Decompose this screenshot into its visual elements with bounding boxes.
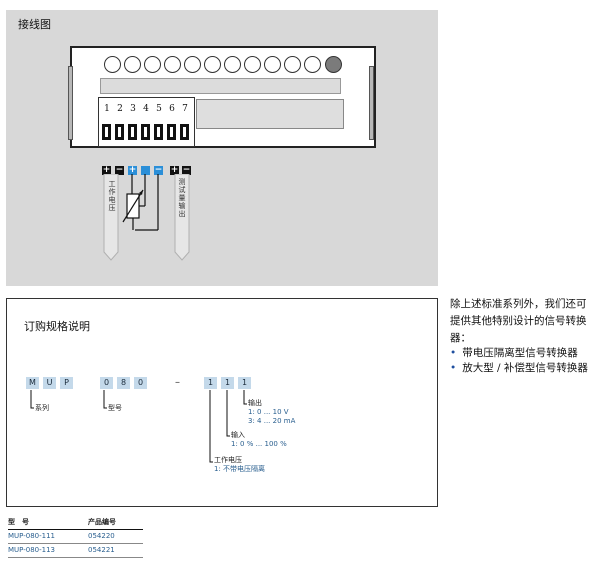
polarity-plus-icon: + [102,165,111,175]
cell-product-no: 054220 [88,532,115,540]
header-model: 型 号 [8,518,29,526]
terminal-number: 7 [182,104,188,114]
code-char: P [60,377,73,389]
indicator-light [304,56,321,73]
ordering-title: 订购规格说明 [24,320,90,333]
wiring-title: 接线图 [18,18,51,31]
code-char: 0 [134,377,147,389]
terminal-screw [180,124,189,140]
product-table: 型 号 产品编号 MUP-080-111 054220 MUP-080-113 … [8,516,143,558]
table-header: 型 号 产品编号 [8,516,143,530]
series-caption: 系列 [35,404,49,412]
indicator-light [244,56,261,73]
polarity-square-icon [141,166,150,175]
terminal-screw [141,124,150,140]
right-handle [369,66,374,140]
code-char: 1 [204,377,217,389]
output-label: 测试量输出 [178,178,186,218]
supply-caption: 工作电压 [214,456,242,464]
code-char: M [26,377,39,389]
indicator-light [184,56,201,73]
polarity-minus-icon: − [182,165,191,175]
terminal-number: 2 [117,104,123,114]
output-caption: 输出 [248,399,262,407]
left-handle [68,66,73,140]
polarity-plus-icon: + [170,165,179,175]
indicator-light [264,56,281,73]
output-option: 3: 4 ... 20 mA [248,417,296,425]
code-char: 8 [117,377,130,389]
bullet-item: •放大型 / 补偿型信号转换器 [450,362,588,374]
output-option: 1: 0 ... 10 V [248,408,289,416]
terminal-screw [154,124,163,140]
display-strip [100,78,341,94]
terminal-number: 6 [169,104,175,114]
header-product-no: 产品编号 [88,518,116,526]
supply-option: 1: 不带电压隔离 [214,465,266,473]
terminal-number: 5 [156,104,162,114]
indicator-light [104,56,121,73]
label-area [196,99,344,129]
terminal-number: 4 [143,104,149,114]
code-char: 1 [221,377,234,389]
bullet-text: 带电压隔离型信号转换器 [462,347,578,359]
table-row: MUP-080-113 054221 [8,544,143,558]
cell-product-no: 054221 [88,546,115,554]
code-leader-lines [30,390,247,463]
wiring-diagram [103,174,190,261]
polarity-plus-icon: + [128,165,137,175]
ordering-panel [6,298,438,507]
supply-arrow [103,174,119,261]
cell-model: MUP-080-111 [8,532,56,540]
indicator-light [204,56,221,73]
indicator-light [164,56,181,73]
code-char: 0 [100,377,113,389]
model-caption: 型号 [108,404,122,412]
cell-model: MUP-080-113 [8,546,56,554]
input-option: 1: 0 % ... 100 % [231,440,287,448]
terminal-screw [102,124,111,140]
indicator-light-active [325,56,342,73]
side-note: 除上述标准系列外，我们还可提供其他特别设计的信号转换器： [450,298,587,344]
bullet-item: •带电压隔离型信号转换器 [450,347,578,359]
indicator-lights [104,56,344,78]
code-dash: – [175,377,180,388]
table-row: MUP-080-111 054220 [8,530,143,544]
terminal-screw [128,124,137,140]
indicator-light [224,56,241,73]
polarity-minus-icon: − [115,165,124,175]
indicator-light [124,56,141,73]
polarity-minus-icon: − [154,165,163,175]
terminal-screw [167,124,176,140]
bullet-text: 放大型 / 补偿型信号转换器 [462,362,588,374]
input-caption: 输入 [231,431,245,439]
code-char: 1 [238,377,251,389]
output-arrow [174,174,190,261]
terminal-screw [115,124,124,140]
indicator-light [144,56,161,73]
code-char: U [43,377,56,389]
indicator-light [284,56,301,73]
supply-voltage-label: 工作电压 [108,180,116,212]
terminal-number: 3 [130,104,136,114]
terminal-number: 1 [104,104,110,114]
